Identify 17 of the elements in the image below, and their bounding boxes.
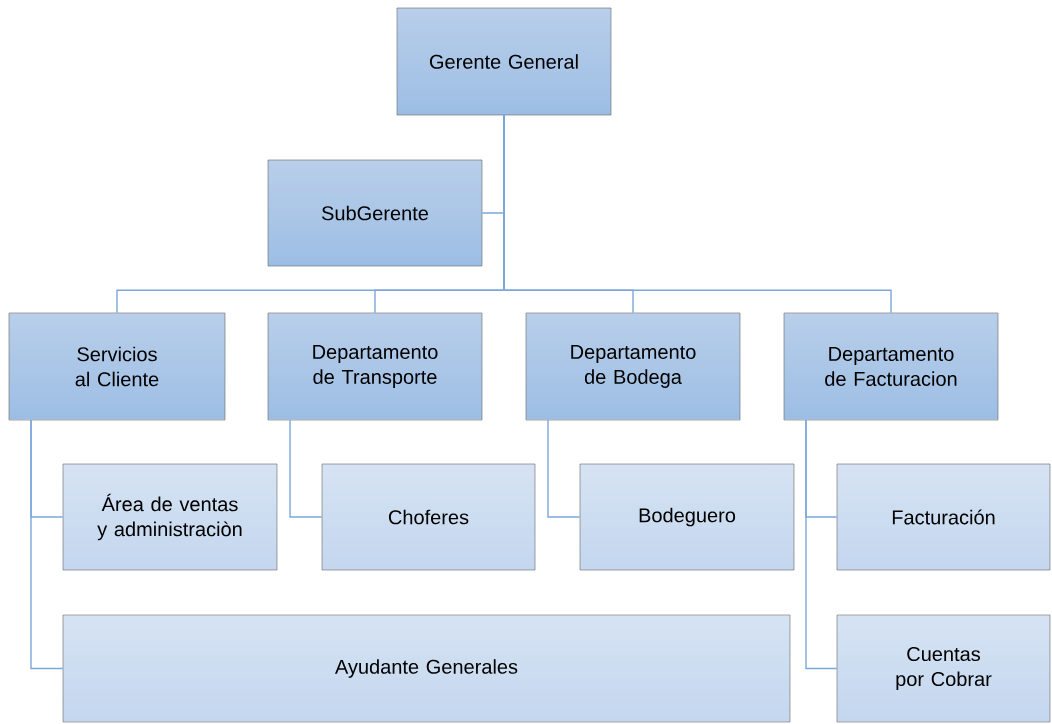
org-box: Departamento de Facturacion	[783, 312, 999, 421]
connector-line	[547, 419, 581, 518]
connector-line	[30, 419, 64, 670]
org-box: Departamento de Bodega	[525, 312, 741, 421]
org-box: Cuentas por Cobrar	[836, 614, 1051, 723]
org-box: Choferes	[321, 463, 536, 571]
connector-line	[805, 419, 838, 670]
org-box: Área de ventas y administraciòn	[62, 463, 278, 571]
org-box: Ayudante Generales	[62, 614, 791, 723]
org-box: Departamento de Transporte	[267, 312, 483, 421]
org-box: Servicios al Cliente	[8, 312, 226, 421]
org-box: SubGerente	[267, 159, 483, 267]
org-box: Gerente General	[396, 7, 612, 116]
org-box: Facturación	[836, 463, 1051, 571]
connector-line	[289, 419, 323, 518]
org-box: Bodeguero	[579, 463, 795, 571]
connector-line	[503, 114, 892, 314]
